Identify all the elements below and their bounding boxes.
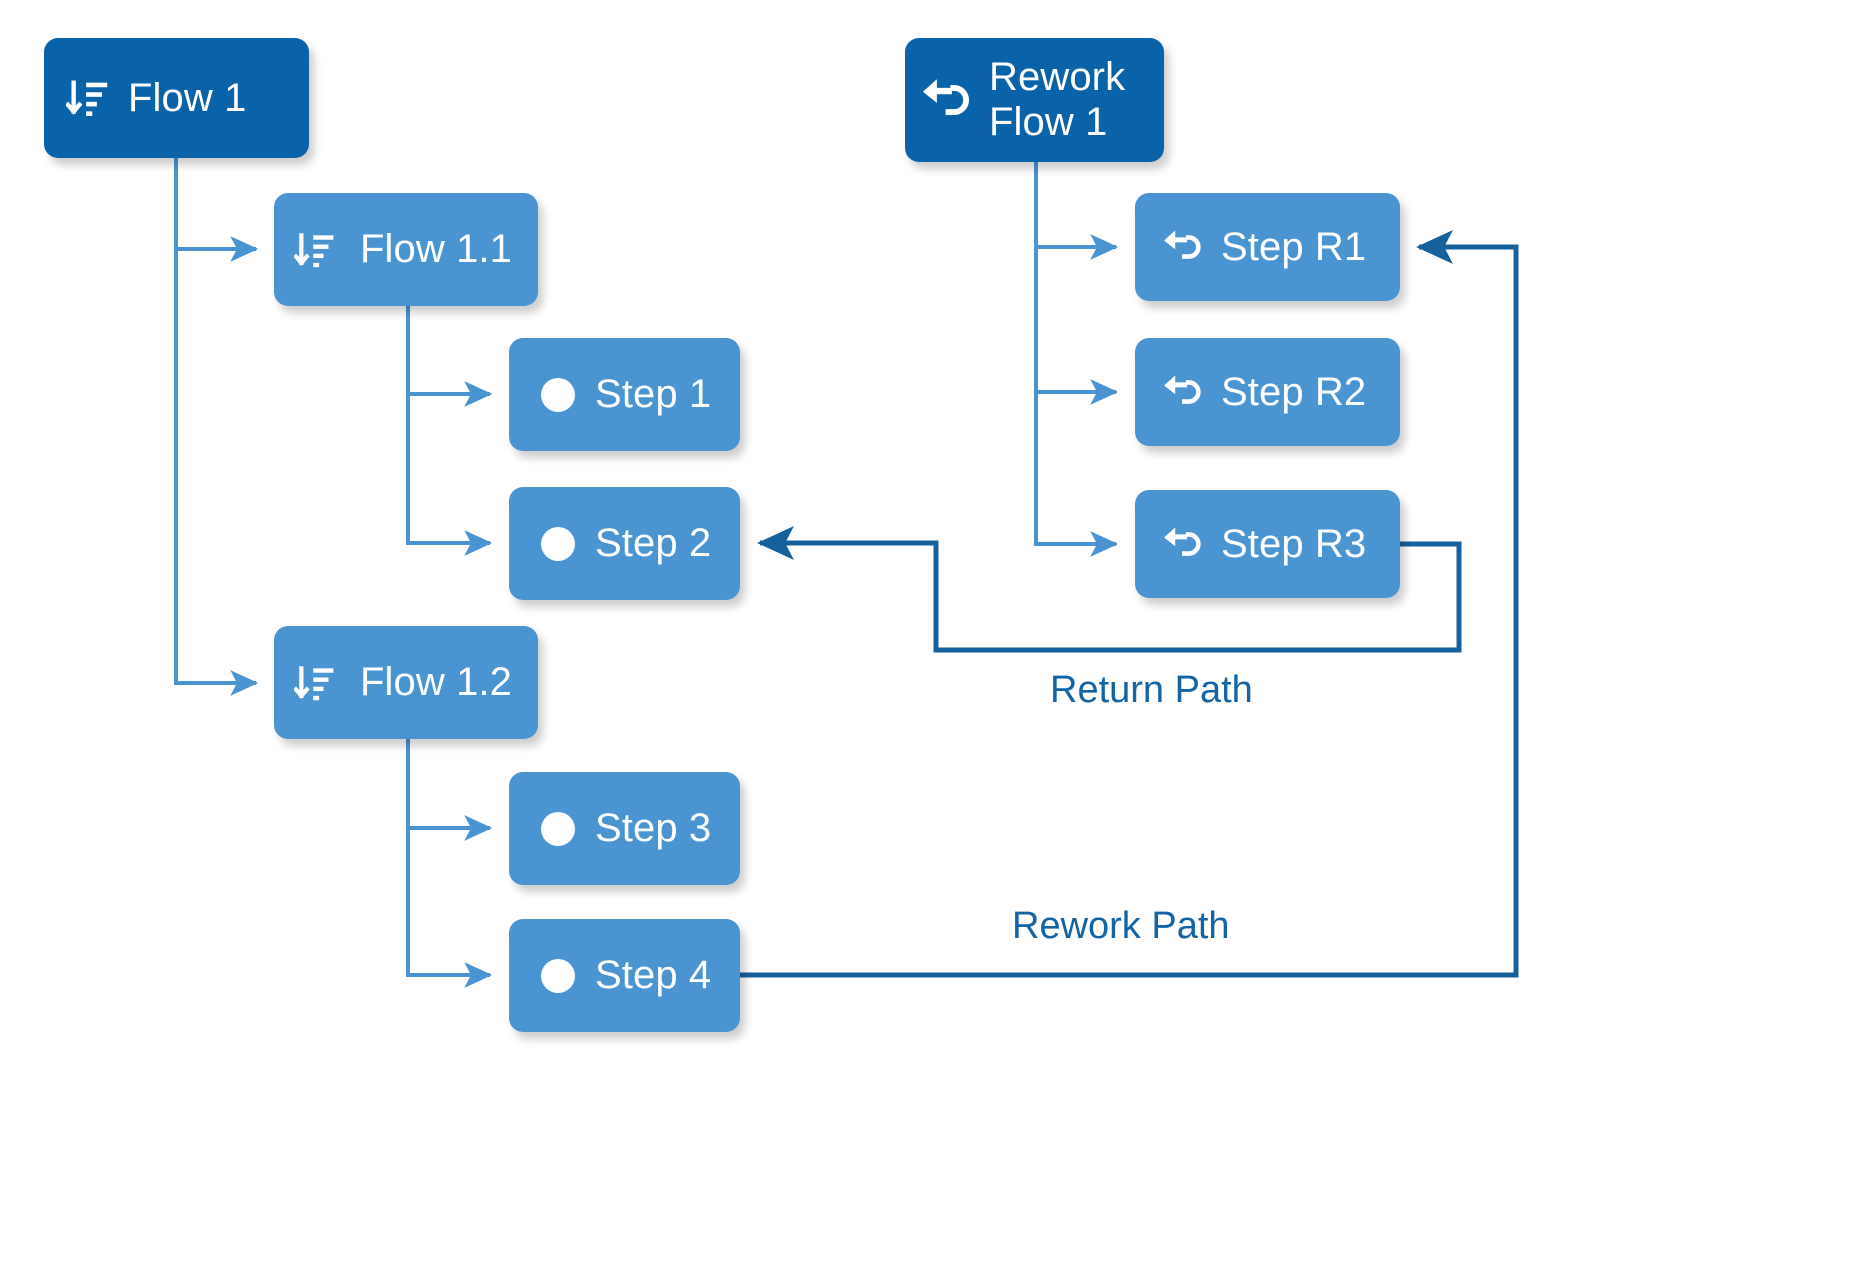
edge-flow1-to-flow11: [174, 158, 259, 262]
node-step-1[interactable]: Step 1: [509, 338, 740, 451]
sort-descending-icon: [294, 661, 338, 705]
node-flow-1[interactable]: Flow 1: [44, 38, 309, 158]
node-label: Step 3: [595, 806, 712, 851]
node-step-4[interactable]: Step 4: [509, 919, 740, 1032]
circle-icon: [539, 525, 577, 563]
node-label: Flow 1.2: [360, 660, 512, 705]
node-label: Step 1: [595, 372, 712, 417]
arrow-undo-icon: [1161, 521, 1207, 567]
circle-icon: [539, 810, 577, 848]
node-flow-1-2[interactable]: Flow 1.2: [274, 626, 538, 739]
edge-flow12-to-step4: [406, 739, 493, 988]
sort-descending-icon: [294, 228, 338, 272]
edge-flow11-to-step2: [406, 306, 493, 556]
circle-icon: [539, 957, 577, 995]
edge-rework-to-stepr1: [1034, 162, 1119, 260]
node-label: Rework Flow 1: [989, 55, 1126, 144]
node-step-r1[interactable]: Step R1: [1135, 193, 1400, 301]
rework-path-label: Rework Path: [1012, 905, 1230, 947]
edge-flow12-to-step3: [406, 739, 493, 841]
edge-rework-to-stepr3: [1034, 162, 1119, 557]
edge-return-path: [757, 525, 1462, 653]
node-step-r2[interactable]: Step R2: [1135, 338, 1400, 446]
edge-flow1-to-flow12: [174, 158, 259, 696]
node-flow-1-1[interactable]: Flow 1.1: [274, 193, 538, 306]
sort-descending-icon: [66, 75, 112, 121]
node-label: Flow 1.1: [360, 227, 512, 272]
node-rework-flow-1[interactable]: Rework Flow 1: [905, 38, 1164, 162]
node-label: Step 2: [595, 521, 712, 566]
node-step-2[interactable]: Step 2: [509, 487, 740, 600]
circle-icon: [539, 376, 577, 414]
edge-rework-path: [740, 229, 1519, 978]
arrow-undo-icon: [1161, 224, 1207, 270]
return-path-label: Return Path: [1050, 669, 1253, 711]
node-step-3[interactable]: Step 3: [509, 772, 740, 885]
arrow-undo-icon: [919, 71, 977, 129]
node-label: Step 4: [595, 953, 712, 998]
node-label: Step R2: [1221, 369, 1367, 414]
node-label: Step R3: [1221, 521, 1367, 566]
arrow-undo-icon: [1161, 369, 1207, 415]
node-label: Flow 1: [128, 75, 247, 120]
node-label: Step R1: [1221, 224, 1367, 269]
edge-rework-to-stepr2: [1034, 162, 1119, 405]
node-step-r3[interactable]: Step R3: [1135, 490, 1400, 598]
edge-flow11-to-step1: [406, 306, 493, 407]
